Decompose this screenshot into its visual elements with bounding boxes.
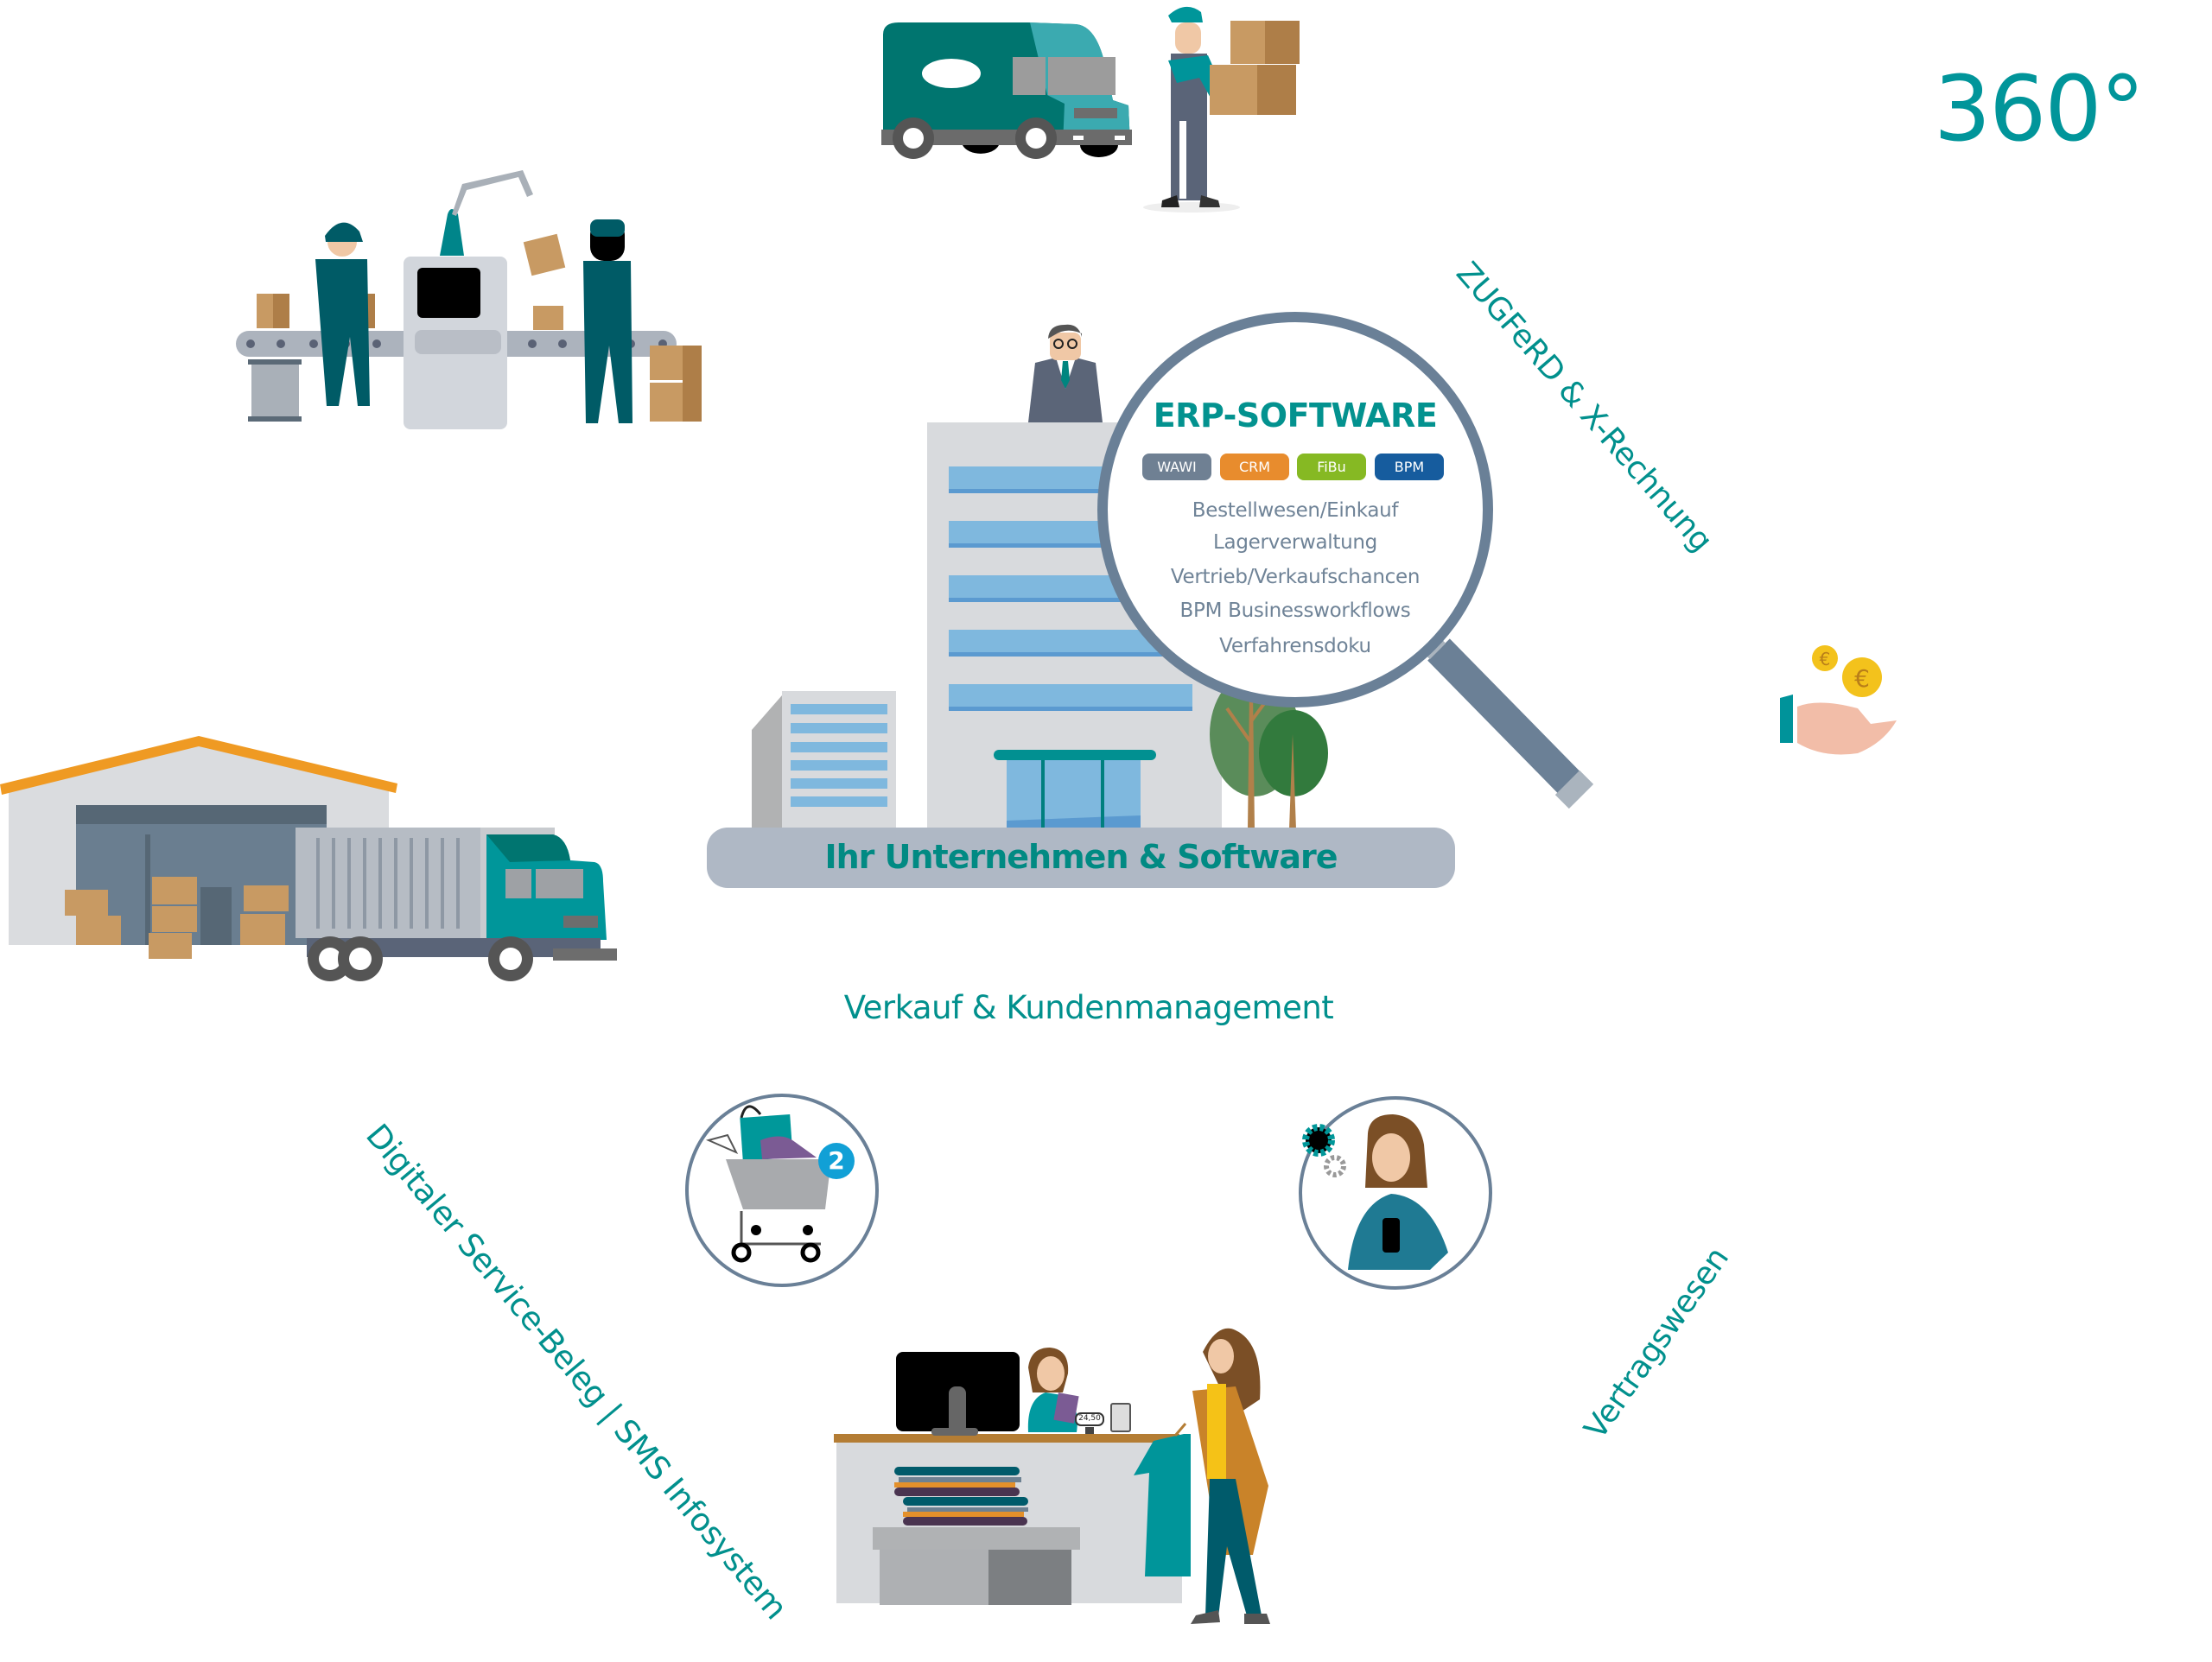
courier-worker-illustration [1143,6,1300,213]
erp-item: Verfahrensdoku [1219,635,1371,657]
sales-crm-label: Verkauf & Kundenmanagement [843,989,1334,1026]
erp-item: Bestellwesen/Einkauf [1192,499,1399,522]
price-display: 24,50 [1078,1414,1101,1423]
euro-symbol-small: € [1820,649,1831,669]
customer-phone-circle [1299,1096,1492,1290]
shopping-cart-circle [685,1094,879,1287]
erp-title: ERP-SOFTWARE [1153,396,1438,435]
erp-item: Vertrieb/Verkaufschancen [1170,566,1421,588]
tag-crm: CRM [1220,454,1289,480]
erp-item: BPM Businessworkflows [1179,599,1411,622]
warehouse-illustration [0,736,397,959]
euro-symbol-large: € [1854,664,1870,693]
company-building-illustration [752,324,1328,829]
coin-hand-icon: € € [1780,645,1897,755]
retail-counter-illustration [834,1328,1270,1624]
company-software-label: Ihr Unternehmen & Software [824,838,1338,876]
businessman-illustration [1028,324,1103,422]
tag-fibu: FiBu [1297,454,1366,480]
cart-count-badge: 2 [828,1146,845,1175]
truck-illustration [296,828,617,981]
factory-conveyor-illustration [236,170,702,429]
folded-clothes-stack [894,1467,1028,1526]
magnifier-illustration [1097,312,1594,809]
tag-wawi: WAWI [1142,454,1211,480]
tag-bpm: BPM [1375,454,1444,480]
company-software-bar [707,828,1455,888]
delivery-van-illustration [881,22,1132,159]
building-windows [949,466,1192,711]
erp-item: Lagerverwaltung [1213,531,1377,554]
degree-heading: 360° [1934,56,2145,162]
